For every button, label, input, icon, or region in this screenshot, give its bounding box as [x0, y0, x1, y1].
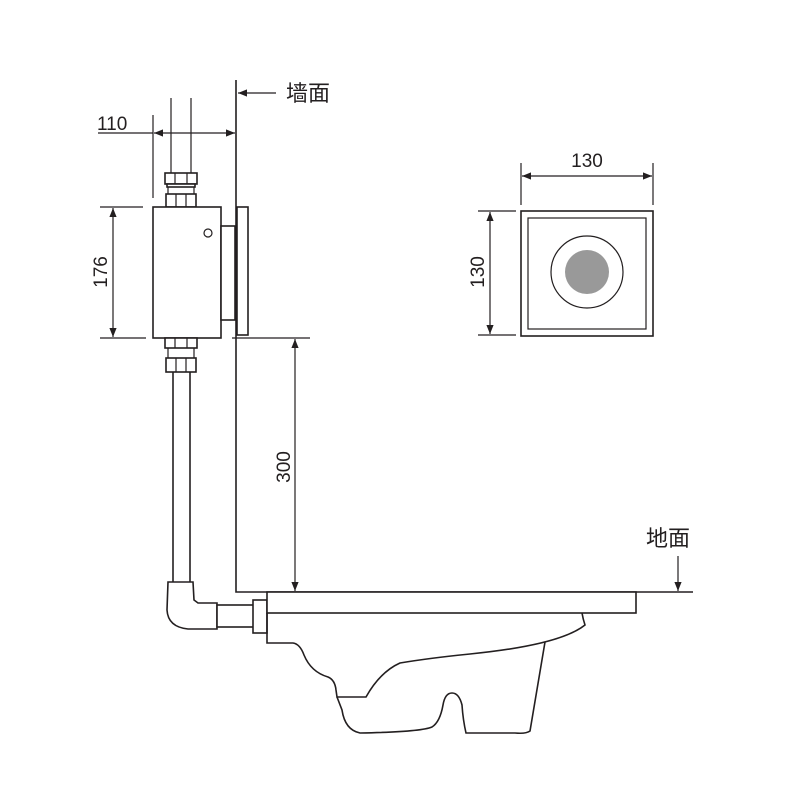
panel-height-label: 130 — [468, 256, 489, 288]
panel-width-label: 130 — [571, 151, 603, 172]
dimension-panel-height: 130 — [468, 210, 516, 336]
sensor-ring — [550, 235, 624, 309]
dimension-110: 110 — [97, 114, 235, 198]
wall-label: 墙面 — [286, 82, 330, 107]
supply-pipes — [164, 98, 198, 208]
dimension-300: 300 — [232, 337, 310, 591]
squat-toilet — [266, 591, 637, 735]
dimension-300-label: 300 — [274, 451, 295, 483]
dimension-110-label: 110 — [97, 114, 127, 135]
dimension-panel-width: 130 — [520, 151, 654, 205]
dimension-176-label: 176 — [91, 256, 112, 288]
dimension-176: 176 — [91, 206, 146, 339]
sensor-icon — [565, 250, 609, 294]
control-box — [152, 206, 249, 339]
floor-label: 地面 — [646, 527, 690, 552]
sensor-panel — [520, 210, 654, 337]
flush-pipe — [164, 337, 268, 634]
